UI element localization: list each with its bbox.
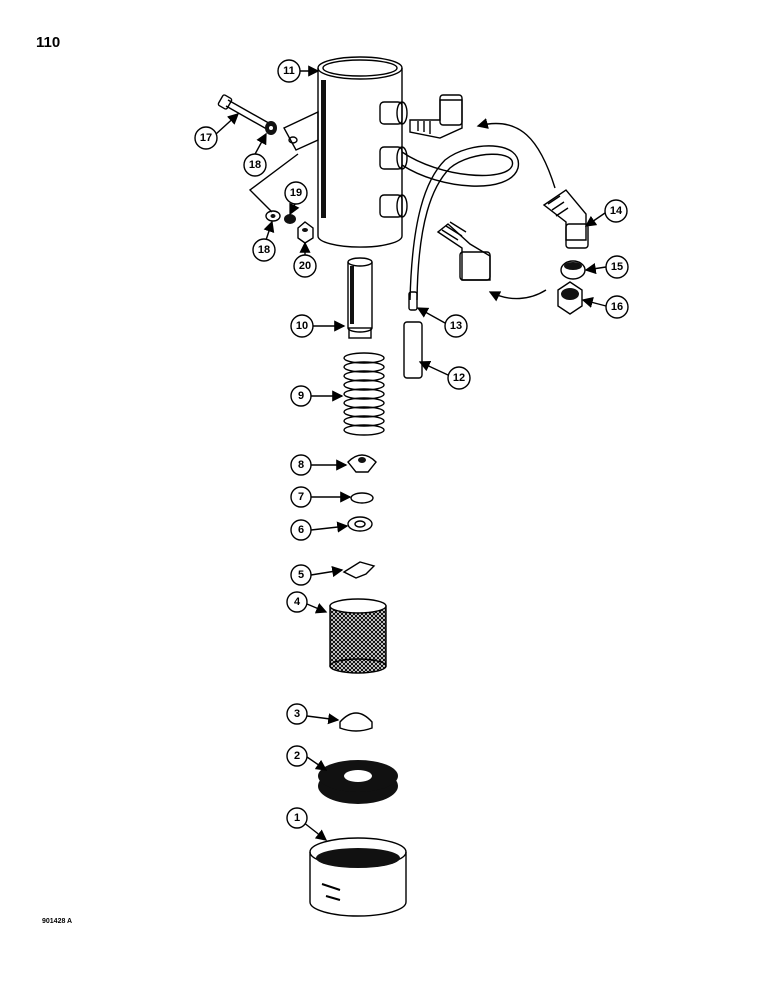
figure-code: 901428 A: [42, 918, 73, 925]
callout-8-label: 8: [298, 459, 304, 471]
washer-6: [347, 516, 373, 532]
cap-3: [339, 712, 373, 732]
sleeve-15: [560, 260, 586, 280]
nut-20: [297, 221, 314, 244]
callout-4: 4: [286, 591, 308, 613]
callout-17: 17: [194, 126, 218, 150]
washer-18-upper: [265, 121, 277, 135]
o-ring-7: [350, 492, 374, 504]
callout-10: 10: [290, 314, 314, 338]
lower-elbow-fitting: [436, 221, 491, 281]
callout-11-label: 11: [283, 65, 295, 77]
callout-9-label: 9: [298, 390, 304, 402]
washer-18-lower: [265, 210, 281, 222]
callout-20: 20: [293, 254, 317, 278]
bolt-17: [217, 94, 275, 133]
callout-18-lower: 18: [252, 238, 276, 262]
sleeve-10: [347, 257, 373, 339]
tube-pin: [403, 291, 423, 379]
callout-19-label: 19: [290, 187, 302, 199]
callout-11: 11: [277, 59, 301, 83]
callout-1: 1: [286, 807, 308, 829]
page-number: 110: [36, 34, 61, 51]
callout-5: 5: [290, 564, 312, 586]
callout-20-label: 20: [299, 260, 311, 272]
callout-6: 6: [290, 519, 312, 541]
callout-12: 12: [447, 366, 471, 390]
callout-2-label: 2: [294, 750, 300, 762]
callout-2: 2: [286, 745, 308, 767]
callout-18-upper-label: 18: [249, 159, 261, 171]
callout-4-label: 4: [294, 596, 301, 608]
callout-17-label: 17: [200, 132, 212, 144]
callout-8: 8: [290, 454, 312, 476]
callout-3: 3: [286, 703, 308, 725]
callout-14-label: 14: [610, 205, 623, 217]
callout-9: 9: [290, 385, 312, 407]
elbow-fitting-14: [542, 189, 589, 249]
valve-8: [347, 454, 377, 473]
screen-element-4: [329, 598, 387, 674]
callout-15: 15: [605, 255, 629, 279]
callout-5-label: 5: [298, 569, 304, 581]
callout-1-label: 1: [294, 812, 300, 824]
retaining-ring-1: [309, 837, 407, 917]
upper-elbow-fitting: [409, 94, 463, 139]
callout-13-label: 13: [450, 320, 462, 332]
callout-3-label: 3: [294, 708, 300, 720]
canister-housing: [283, 56, 408, 248]
callout-18-lower-label: 18: [258, 244, 270, 256]
lock-washer-19: [284, 214, 296, 224]
nut-16: [557, 281, 583, 315]
callout-16: 16: [605, 295, 629, 319]
callout-10-label: 10: [296, 320, 308, 332]
connecting-tube: [401, 145, 519, 301]
callout-12-label: 12: [453, 372, 465, 384]
callout-14: 14: [604, 199, 628, 223]
retainer-clip-5: [342, 561, 376, 579]
callout-7-label: 7: [298, 491, 304, 503]
gasket-2: [318, 760, 398, 804]
callout-7: 7: [290, 486, 312, 508]
callout-13: 13: [444, 314, 468, 338]
callout-15-label: 15: [611, 261, 623, 273]
callout-6-label: 6: [298, 524, 304, 536]
callout-16-label: 16: [611, 301, 623, 313]
spring-9: [343, 352, 385, 436]
callout-18-upper: 18: [243, 153, 267, 177]
callout-19: 19: [284, 181, 308, 205]
leader-lines: [215, 65, 607, 841]
